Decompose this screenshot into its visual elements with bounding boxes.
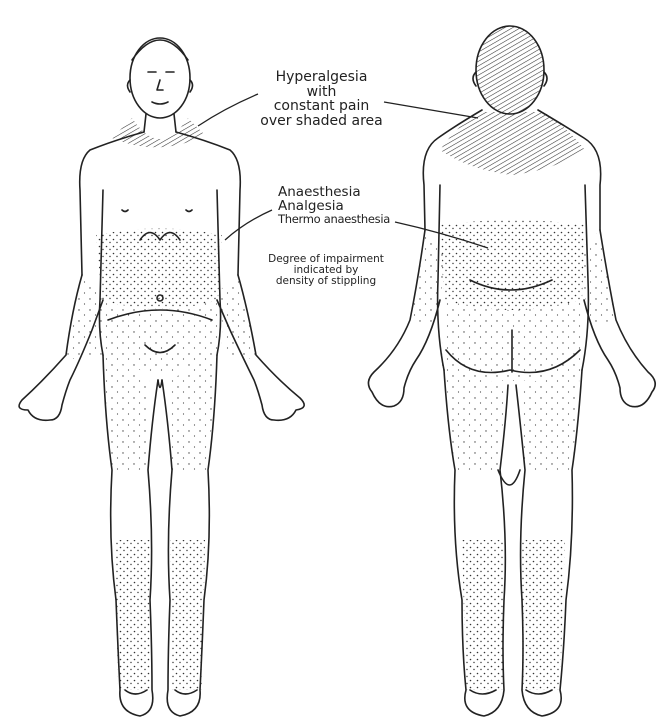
note-line-3: density of stippling (262, 276, 390, 287)
impairment-note: Degree of impairment indicated by densit… (262, 254, 390, 287)
leader-hyperalgesia-front (198, 94, 258, 126)
hyperalgesia-line-3: over shaded area (259, 114, 384, 129)
analgesia-text: Analgesia (278, 199, 390, 213)
sensory-loss-label: Anaesthesia Analgesia Thermo anaesthesia (278, 185, 390, 225)
front-figure (19, 38, 304, 716)
hyperalgesia-line-2: constant pain (259, 99, 384, 114)
leader-hyperalgesia-back (384, 102, 478, 118)
back-figure (368, 26, 655, 716)
hyperalgesia-line-1: Hyperalgesia with (259, 70, 384, 99)
thermo-anaesthesia-text: Thermo anaesthesia (278, 213, 390, 225)
anaesthesia-text: Anaesthesia (278, 185, 390, 199)
hyperalgesia-label: Hyperalgesia with constant pain over sha… (259, 70, 384, 129)
leader-anaesthesia-front (225, 210, 272, 240)
